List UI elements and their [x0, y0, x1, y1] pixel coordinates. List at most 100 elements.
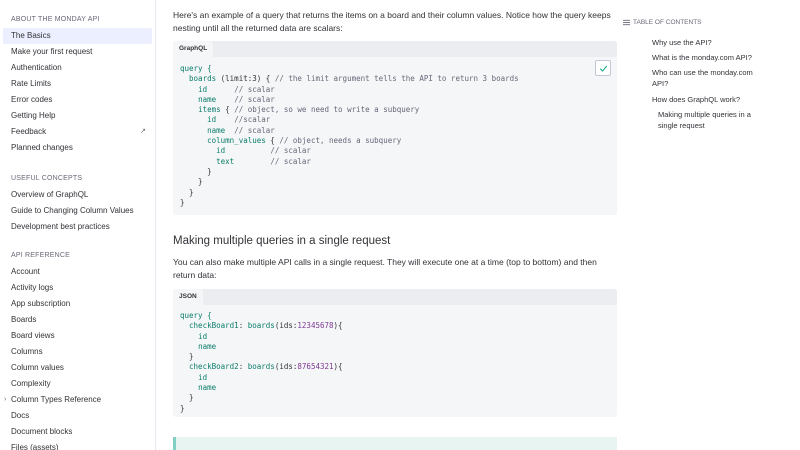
- sidebar-item-app-subscription[interactable]: App subscription: [0, 296, 152, 312]
- sidebar-item-label: Document blocks: [11, 427, 73, 436]
- sidebar-section-title: API reference: [11, 252, 70, 259]
- code-token: // scalar: [270, 146, 311, 156]
- sidebar-item-development-best-practices[interactable]: Development best practices: [0, 219, 152, 235]
- sidebar-item-rate-limits[interactable]: Rate Limits: [0, 76, 152, 92]
- sidebar-section-title: Useful concepts: [11, 175, 83, 182]
- sidebar-item-overview-of-graphql[interactable]: Overview of GraphQL: [0, 187, 152, 203]
- code-token: id: [198, 372, 208, 382]
- toc-item[interactable]: Who can use the monday.com API?: [652, 68, 753, 88]
- sidebar-item-board-views[interactable]: Board views: [0, 328, 152, 344]
- toc-item[interactable]: What is the monday.com API?: [652, 53, 752, 62]
- code-line: text // scalar: [180, 157, 617, 167]
- code-token: [180, 342, 198, 351]
- sidebar-item-column-types-reference[interactable]: Column Types Reference›: [0, 392, 152, 408]
- json-code-block: JSON query { checkBoard1: boards(ids:123…: [173, 289, 617, 417]
- toc-title: Table of contents: [623, 19, 702, 26]
- code-token: ){: [333, 321, 343, 331]
- code-token: }: [180, 403, 185, 413]
- code-token: }: [180, 177, 203, 187]
- sidebar-item-column-values[interactable]: Column values: [0, 360, 152, 376]
- code-token: //scalar: [234, 115, 271, 125]
- code-token: [180, 373, 198, 382]
- chevron-right-icon[interactable]: ›: [4, 396, 7, 403]
- sidebar-item-document-blocks[interactable]: Document blocks: [0, 424, 152, 440]
- sidebar-item-activity-logs[interactable]: Activity logs: [0, 280, 152, 296]
- sidebar-item-getting-help[interactable]: Getting Help: [0, 108, 152, 124]
- toc-item[interactable]: How does GraphQL work?: [652, 95, 741, 104]
- toc-item[interactable]: Making multiple queries in a single requ…: [658, 110, 751, 130]
- code-token: [180, 126, 207, 135]
- code-token: // object, needs a subquery: [279, 136, 402, 146]
- code-line: id //scalar: [180, 115, 617, 125]
- code-line: checkBoard2: boards(ids:87654321){: [180, 362, 617, 372]
- sidebar-item-docs[interactable]: Docs: [0, 408, 152, 424]
- sidebar-item-boards[interactable]: Boards: [0, 312, 152, 328]
- code-line: query {: [180, 311, 617, 321]
- intro-paragraph: Here's an example of a query that return…: [173, 10, 611, 33]
- code-token: }: [180, 352, 194, 362]
- code-content: query { checkBoard1: boards(ids:12345678…: [173, 305, 617, 414]
- code-line: id: [180, 373, 617, 383]
- code-token: [225, 126, 234, 135]
- sidebar-item-complexity[interactable]: Complexity: [0, 376, 152, 392]
- code-token: // scalar: [234, 125, 275, 135]
- code-token: [180, 136, 207, 145]
- code-token: // the limit argument tells the API to r…: [274, 74, 519, 84]
- code-token: }: [180, 166, 212, 176]
- code-token: query {: [180, 311, 212, 320]
- sidebar-item-label: Column values: [11, 363, 64, 372]
- code-line: }: [180, 393, 617, 403]
- sidebar-item-feedback[interactable]: Feedback↗: [0, 124, 152, 140]
- sidebar-item-guide-to-changing-column-values[interactable]: Guide to Changing Column Values: [0, 203, 152, 219]
- code-token: text: [216, 156, 235, 166]
- code-token: }: [180, 197, 185, 207]
- code-line: }: [180, 177, 617, 187]
- sidebar-item-files-assets[interactable]: Files (assets): [0, 440, 152, 450]
- code-line: id: [180, 332, 617, 342]
- code-token: // scalar: [270, 156, 311, 166]
- list-icon: [623, 19, 630, 26]
- toc-item[interactable]: Why use the API?: [652, 38, 712, 47]
- sidebar-item-error-codes[interactable]: Error codes: [0, 92, 152, 108]
- code-line: name // scalar: [180, 126, 617, 136]
- sidebar-item-label: Feedback: [11, 127, 47, 136]
- multi-query-paragraph: You can also make multiple API calls in …: [173, 257, 597, 280]
- sidebar-item-columns[interactable]: Columns: [0, 344, 152, 360]
- sidebar-item-account[interactable]: Account: [0, 264, 152, 280]
- sidebar-item-label: Columns: [11, 347, 43, 356]
- sidebar-item-label: Docs: [11, 411, 30, 420]
- code-token: [180, 85, 198, 94]
- code-line: }: [180, 198, 617, 208]
- sidebar-item-label: The Basics: [11, 31, 51, 40]
- code-token: boards: [189, 74, 217, 84]
- sidebar-item-authentication[interactable]: Authentication: [0, 60, 152, 76]
- code-token: [180, 115, 207, 124]
- code-tab-json[interactable]: JSON: [173, 289, 203, 305]
- code-line: }: [180, 404, 617, 414]
- code-line: id // scalar: [180, 146, 617, 156]
- sidebar-item-make-your-first-request[interactable]: Make your first request: [0, 44, 152, 60]
- code-token: checkBoard1: [189, 321, 239, 331]
- sidebar-item-the-basics[interactable]: The Basics: [3, 28, 152, 44]
- code-token: id: [216, 146, 226, 156]
- info-callout: [173, 437, 617, 450]
- sidebar-item-planned-changes[interactable]: Planned changes: [0, 140, 152, 156]
- sidebar-item-label: Planned changes: [11, 143, 73, 152]
- code-token: [180, 105, 198, 114]
- code-tab-graphql[interactable]: GraphQL: [173, 41, 214, 57]
- code-token: // scalar: [234, 94, 275, 104]
- code-line: }: [180, 188, 617, 198]
- sidebar-item-label: Account: [11, 267, 40, 276]
- copy-code-button[interactable]: [595, 60, 611, 76]
- code-token: [180, 321, 189, 330]
- code-line: name: [180, 383, 617, 393]
- code-token: boards: [247, 362, 275, 372]
- code-token: [180, 74, 189, 83]
- code-token: id: [207, 115, 217, 125]
- code-line: }: [180, 167, 617, 177]
- code-line: id // scalar: [180, 85, 617, 95]
- code-token: (ids:: [274, 362, 298, 372]
- code-token: [207, 85, 234, 94]
- code-token: checkBoard2: [189, 362, 239, 372]
